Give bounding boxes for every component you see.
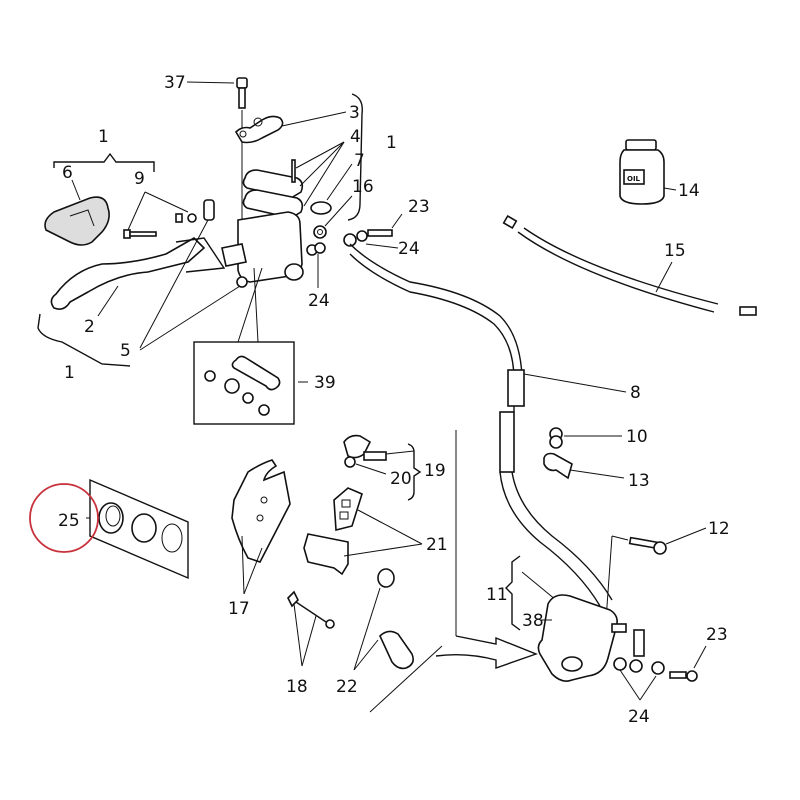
switch-cable-15 [502, 214, 757, 316]
label-18: 18 [286, 677, 308, 697]
brake-hose-8 [349, 243, 525, 407]
label-16: 16 [352, 177, 374, 197]
bracket-1-master [347, 93, 363, 221]
bracket-19 [407, 443, 422, 501]
lever-2 [50, 237, 226, 310]
label-3: 3 [349, 103, 360, 123]
label-7: 7 [354, 151, 365, 171]
label-6: 6 [62, 163, 73, 183]
brake-hose-8-edge [349, 253, 515, 412]
label-24-bottom: 24 [628, 707, 650, 727]
clip-13 [543, 452, 573, 480]
label-39: 39 [314, 373, 336, 393]
nut-16 [313, 225, 327, 239]
label-2: 2 [84, 317, 95, 337]
label-23-bottom: 23 [706, 625, 728, 645]
label-8: 8 [630, 383, 641, 403]
hose-fitting [507, 369, 525, 407]
bleed-valve-20 [343, 434, 387, 468]
pivot-bolt-5 [203, 199, 248, 288]
pad-spring-21 [303, 487, 363, 576]
bracket-1-lever-bottom [37, 313, 131, 367]
label-1-lever-bottom: 1 [64, 363, 75, 383]
label-11: 11 [486, 585, 508, 605]
guide-pin-22 [377, 568, 414, 670]
hose-lower-curve-edge [511, 471, 613, 601]
label-19: 19 [424, 461, 446, 481]
label-10: 10 [626, 427, 648, 447]
kit-39-parts [204, 355, 281, 416]
label-24-top-left: 24 [308, 291, 330, 311]
master-cylinder-body [221, 211, 304, 283]
label-24-top-right: 24 [398, 239, 420, 259]
label-20: 20 [390, 469, 412, 489]
label-13: 13 [628, 471, 650, 491]
label-38: 38 [522, 611, 544, 631]
hose-lower-curve [499, 471, 601, 607]
label-17: 17 [228, 599, 250, 619]
banjo-bolt-23-lower [613, 629, 698, 682]
bottle-label: OIL [627, 175, 641, 183]
cap-7 [310, 201, 332, 215]
label-1-master: 1 [386, 133, 397, 153]
label-12: 12 [708, 519, 730, 539]
bolt-12 [628, 536, 667, 555]
reservoir-cover [242, 159, 304, 219]
pin-18 [287, 590, 335, 629]
clamp-3 [234, 115, 284, 144]
lever-guard-6 [44, 196, 110, 246]
bracket-11 [505, 555, 521, 631]
screw-9 [123, 213, 197, 239]
label-25: 25 [58, 511, 80, 531]
kit-39-box [193, 341, 295, 425]
label-23-top: 23 [408, 197, 430, 217]
seal-kit-25 [89, 478, 189, 580]
oil-bottle-14: OIL [619, 139, 665, 205]
highlight-circle [29, 483, 99, 553]
label-15: 15 [664, 241, 686, 261]
pointer-arrow [435, 635, 538, 669]
caliper-38 [537, 594, 627, 682]
banjo-bolt-23 [306, 229, 393, 256]
label-4: 4 [350, 127, 361, 147]
bracket-1-lever-top [53, 152, 155, 172]
label-9: 9 [134, 169, 145, 189]
label-22: 22 [336, 677, 358, 697]
label-1-lever-top: 1 [98, 127, 109, 147]
grommet-10 [549, 427, 563, 449]
hose-lower [499, 411, 515, 473]
label-5: 5 [120, 341, 131, 361]
label-37: 37 [164, 73, 186, 93]
pointer-line-2 [369, 645, 443, 713]
caliper-bracket-17 [231, 459, 291, 563]
label-21: 21 [426, 535, 448, 555]
label-14: 14 [678, 181, 700, 201]
